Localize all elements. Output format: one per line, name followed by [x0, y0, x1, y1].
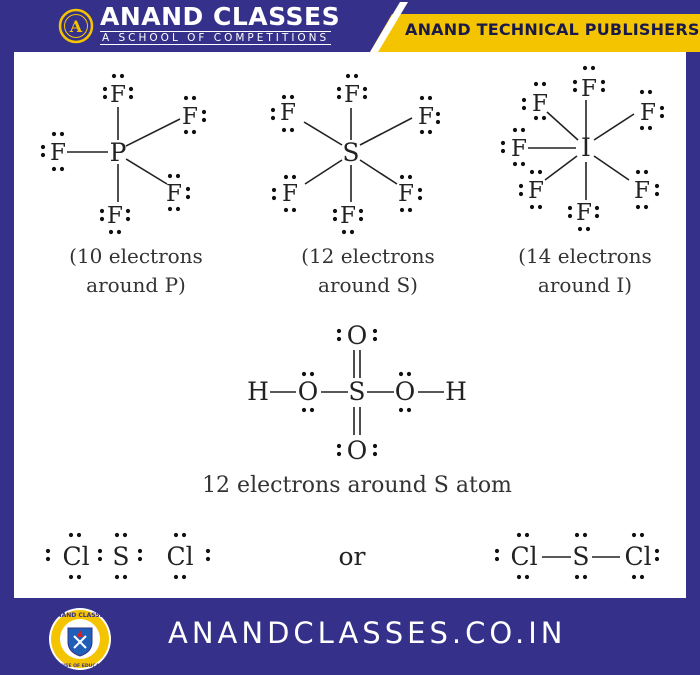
- sf6-f-upper-left: F: [280, 100, 296, 126]
- scl2-bond-structure: Cl S Cl: [494, 532, 660, 580]
- pf5-f-bottom: F: [107, 203, 123, 229]
- h2so4-lone-pairs: [301, 328, 412, 457]
- pf5-f-top: F: [110, 82, 126, 108]
- h2so4-o-right: O: [395, 377, 416, 406]
- sf6-f-lower-right: F: [398, 181, 414, 207]
- h2so4-structure: H O S O H O O 12: [202, 321, 512, 498]
- pf5-lone-pairs: [40, 73, 207, 235]
- or-label: or: [338, 542, 365, 571]
- sf6-bond-upper-left: [303, 121, 343, 146]
- sf6-f-top: F: [344, 82, 360, 108]
- anand-logo-icon: A: [58, 8, 94, 44]
- sf6-bond-upper-right: [359, 117, 413, 146]
- if7-f-left: F: [511, 136, 527, 162]
- pf5-caption-line2: around P): [86, 273, 186, 297]
- if7-bond-lower-left: [544, 155, 578, 181]
- brand-subtitle: A SCHOOL OF COMPETITIONS: [100, 31, 332, 45]
- scl2-dot-s: S: [112, 542, 129, 571]
- website-url[interactable]: ANANDCLASSES.CO.IN: [168, 616, 567, 650]
- sf6-lone-pairs: [270, 73, 441, 235]
- h2so4-h-right: H: [445, 377, 467, 406]
- brand-title: ANAND CLASSES: [100, 2, 341, 31]
- pf5-f-upper-right: F: [182, 104, 198, 130]
- if7-f-upper-left: F: [532, 91, 548, 117]
- header-bar: A ANAND CLASSES A SCHOOL OF COMPETITIONS…: [0, 0, 700, 52]
- sf6-center-atom: S: [342, 138, 359, 167]
- scl2-dot-structure: Cl S Cl: [45, 532, 211, 580]
- if7-bond-lower-right: [593, 155, 630, 181]
- scl2-dot-cl-right: Cl: [166, 542, 193, 571]
- sf6-f-bottom: F: [340, 203, 356, 229]
- if7-f-lower-left: F: [528, 178, 544, 204]
- if7-center-atom: I: [581, 133, 591, 162]
- scl2-bond-cl-right: Cl: [624, 542, 651, 571]
- if7-f-lower-right: F: [634, 178, 650, 204]
- pf5-caption-line1: (10 electrons: [69, 244, 203, 268]
- pf5-bond-upper-right: [125, 118, 181, 147]
- anand-crest-icon: ANAND CLASSES A HOUSE OF EDUCATION: [48, 608, 112, 670]
- sf6-caption-line1: (12 electrons: [301, 244, 435, 268]
- sf6-f-upper-right: F: [418, 104, 434, 130]
- sf6-bond-lower-left: [304, 159, 343, 185]
- if7-caption-line1: (14 electrons: [518, 244, 652, 268]
- pf5-structure: P F F F F F (10: [40, 73, 207, 297]
- sf6-f-lower-left: F: [282, 181, 298, 207]
- publisher-name: ANAND TECHNICAL PUBLISHERS: [405, 20, 700, 39]
- sf6-bond-lower-right: [359, 159, 398, 185]
- publisher-band: [370, 2, 700, 52]
- scl2-bond-cl-left: Cl: [510, 542, 537, 571]
- if7-structure: I F F F F F F F: [500, 65, 665, 297]
- crest-text-top: ANAND CLASSES: [52, 612, 108, 619]
- if7-f-upper-right: F: [640, 100, 656, 126]
- h2so4-caption: 12 electrons around S atom: [202, 473, 512, 498]
- pf5-f-lower-right: F: [166, 181, 182, 207]
- scl2-dot-electrons: [45, 532, 211, 580]
- content-panel: P F F F F F (10: [14, 52, 686, 598]
- footer-bar: ANAND CLASSES A HOUSE OF EDUCATION ANAND…: [0, 598, 700, 675]
- if7-f-top: F: [581, 76, 597, 102]
- pf5-center-atom: P: [110, 138, 127, 167]
- sf6-structure: S F F F F F F: [270, 73, 441, 297]
- lewis-structures-diagram: P F F F F F (10: [40, 65, 665, 580]
- scl2-bond-electrons: [494, 532, 660, 580]
- logo-letter: A: [69, 17, 83, 36]
- pf5-f-left: F: [50, 140, 66, 166]
- if7-bond-upper-right: [593, 113, 635, 141]
- h2so4-o-left: O: [298, 377, 319, 406]
- h2so4-o-bottom: O: [347, 436, 368, 465]
- sf6-caption-line2: around S): [318, 273, 418, 297]
- if7-f-bottom: F: [576, 200, 592, 226]
- if7-lone-pairs: [500, 65, 665, 232]
- if7-bond-upper-left: [546, 111, 579, 141]
- pf5-bond-lower-right: [125, 158, 168, 185]
- h2so4-s: S: [348, 377, 365, 406]
- crest-text-bottom: A HOUSE OF EDUCATION: [48, 663, 111, 669]
- if7-caption-line2: around I): [538, 273, 632, 297]
- scl2-dot-cl-left: Cl: [62, 542, 89, 571]
- scl2-bond-s: S: [572, 542, 589, 571]
- h2so4-h-left: H: [247, 377, 269, 406]
- h2so4-o-top: O: [347, 321, 368, 350]
